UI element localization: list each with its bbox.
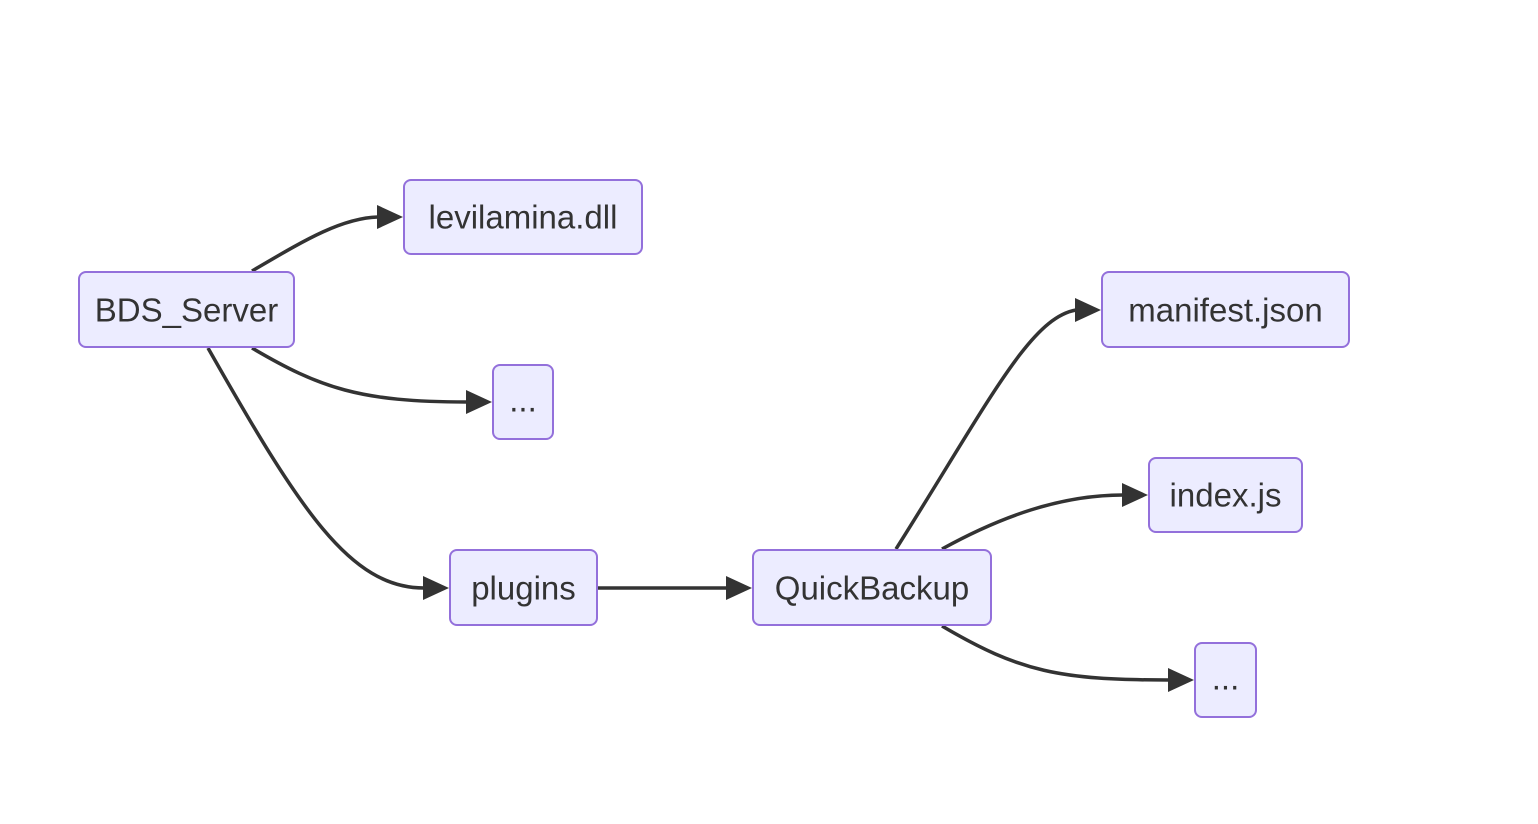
node-index-js[interactable]: index.js bbox=[1148, 457, 1303, 533]
nodes: BDS_Server levilamina.dll ... plugins Qu… bbox=[78, 179, 1350, 718]
edge-quickbackup-to-ellipsis bbox=[941, 624, 1194, 692]
node-bds-server-label: BDS_Server bbox=[95, 292, 278, 329]
node-plugins-label: plugins bbox=[471, 570, 576, 607]
edge-bds-server-to-plugins bbox=[206, 347, 449, 600]
edge-bds-server-to-ellipsis bbox=[251, 346, 492, 414]
node-manifest-json-label: manifest.json bbox=[1128, 292, 1322, 329]
edge-quickbackup-to-manifest bbox=[894, 298, 1101, 550]
edge-quickbackup-to-index-js bbox=[941, 483, 1148, 551]
node-levilamina-dll[interactable]: levilamina.dll bbox=[403, 179, 643, 255]
node-ellipsis-root[interactable]: ... bbox=[492, 364, 554, 440]
node-ellipsis-quickbackup[interactable]: ... bbox=[1194, 642, 1257, 718]
node-levilamina-dll-label: levilamina.dll bbox=[429, 199, 618, 236]
node-ellipsis-quickbackup-label: ... bbox=[1212, 660, 1240, 697]
node-manifest-json[interactable]: manifest.json bbox=[1101, 271, 1350, 348]
node-index-js-label: index.js bbox=[1170, 477, 1282, 514]
node-quickbackup-label: QuickBackup bbox=[775, 570, 969, 607]
edge-plugins-to-quickbackup bbox=[597, 576, 752, 600]
edges bbox=[206, 205, 1194, 692]
node-bds-server[interactable]: BDS_Server bbox=[78, 271, 295, 348]
node-ellipsis-root-label: ... bbox=[509, 382, 537, 419]
edge-bds-server-to-levilamina bbox=[251, 205, 403, 273]
node-plugins[interactable]: plugins bbox=[449, 549, 598, 626]
node-quickbackup[interactable]: QuickBackup bbox=[752, 549, 992, 626]
